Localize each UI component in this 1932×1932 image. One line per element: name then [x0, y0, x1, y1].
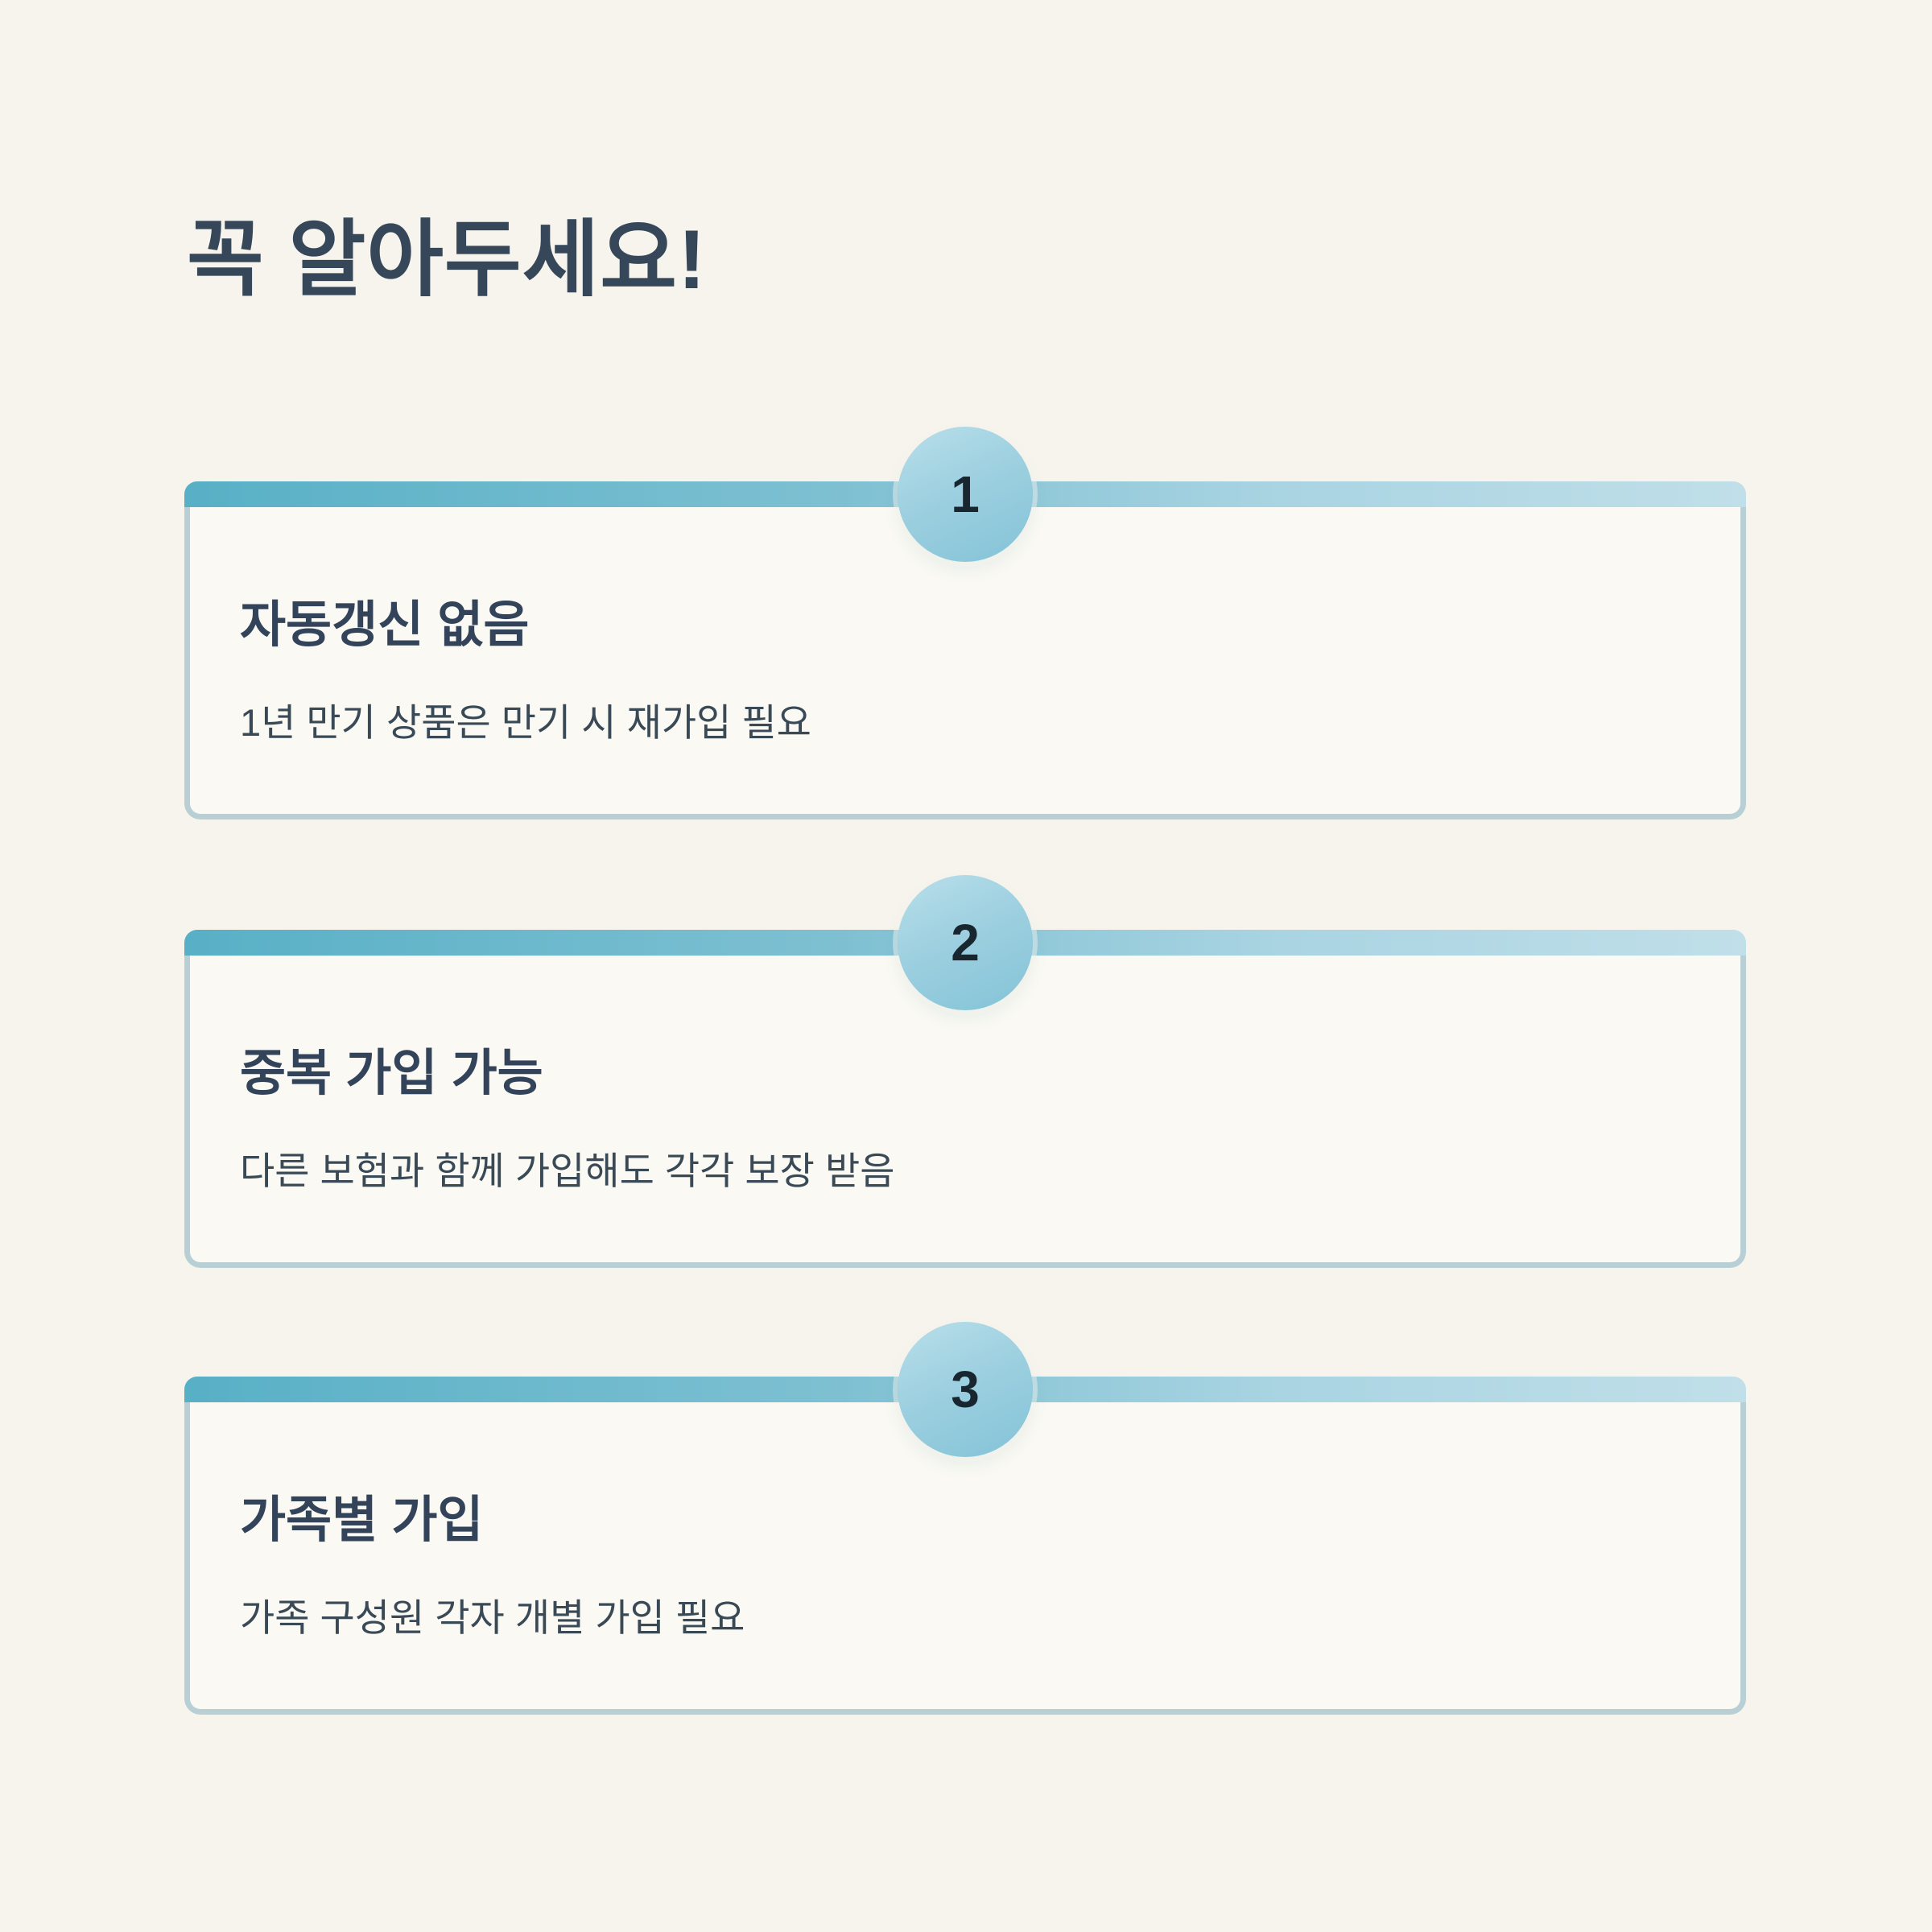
number-badge-1: 1: [898, 427, 1033, 562]
card-heading: 중복 가입 가능: [240, 1046, 543, 1101]
badge-number: 3: [951, 1360, 980, 1418]
number-badge-3: 3: [898, 1322, 1033, 1457]
card-description: 가족 구성원 각자 개별 가입 필요: [240, 1596, 745, 1639]
card-heading: 가족별 가입: [240, 1492, 484, 1548]
badge-number: 1: [951, 465, 980, 523]
page-title: 꼭 알아두세요!: [187, 213, 707, 307]
notice-card-3: 3 가족별 가입 가족 구성원 각자 개별 가입 필요: [184, 1322, 1746, 1715]
number-badge-2: 2: [898, 875, 1033, 1010]
card-description: 1년 만기 상품은 만기 시 재가입 필요: [240, 701, 811, 744]
notice-card-2: 2 중복 가입 가능 다른 보험과 함께 가입해도 각각 보장 받음: [184, 875, 1746, 1268]
card-body: 중복 가입 가능 다른 보험과 함께 가입해도 각각 보장 받음: [184, 956, 1746, 1268]
card-description: 다른 보험과 함께 가입해도 각각 보장 받음: [240, 1150, 895, 1192]
badge-number: 2: [951, 914, 980, 972]
card-heading: 자동갱신 없음: [240, 597, 530, 653]
notice-card-1: 1 자동갱신 없음 1년 만기 상품은 만기 시 재가입 필요: [184, 427, 1746, 819]
